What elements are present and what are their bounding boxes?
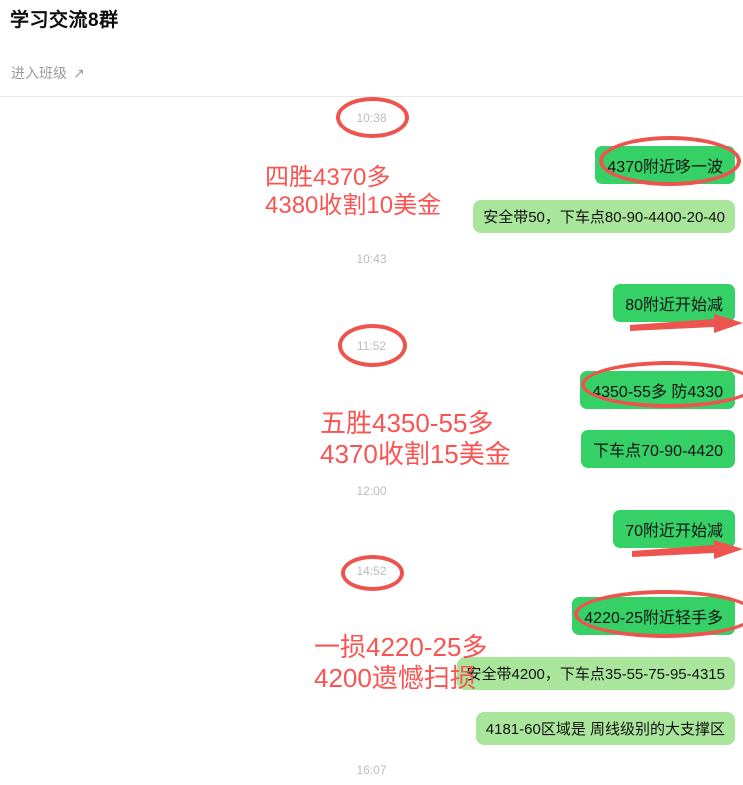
red-note: 四胜4370多 4380收割10美金	[265, 164, 441, 221]
message-bubble[interactable]: 4220-25附近轻手多	[572, 597, 735, 635]
message-bubble[interactable]: 安全带4200，下车点35-55-75-95-4315	[456, 657, 735, 690]
message-bubble[interactable]: 80附近开始减	[613, 284, 735, 322]
message-bubble[interactable]: 4370附近哆一波	[595, 146, 735, 184]
red-note: 一损4220-25多 4200遗憾扫损	[314, 632, 487, 693]
group-title: 学习交流8群	[10, 10, 119, 31]
timestamp: 12:00	[356, 484, 387, 498]
red-note-line: 一损4220-25多	[314, 632, 488, 662]
message-bubble[interactable]: 安全带50，下车点80-90-4400-20-40	[473, 200, 735, 233]
header-divider	[0, 96, 743, 97]
message-bubble[interactable]: 下车点70-90-4420	[581, 430, 735, 468]
message-bubble[interactable]: 4181-60区域是 周线级别的大支撑区	[475, 712, 735, 745]
timestamp: 10:43	[356, 252, 387, 266]
northeast-arrow-icon: ↗	[73, 65, 85, 81]
timestamp: 16:07	[356, 763, 387, 777]
red-note-line: 4200遗憾扫损	[314, 662, 476, 693]
timestamp: 14:52	[356, 564, 387, 578]
message-bubble[interactable]: 4350-55多 防4330	[580, 371, 735, 409]
message-bubble[interactable]: 70附近开始减	[613, 510, 735, 548]
red-note-line: 四胜4370多	[265, 164, 391, 191]
red-note: 五胜4350-55多 4370收割15美金	[320, 408, 511, 469]
red-note-line: 五胜4350-55多	[320, 408, 494, 438]
timestamp: 11:52	[356, 339, 387, 353]
enter-class-label: 进入班级	[11, 65, 67, 81]
enter-class-link[interactable]: 进入班级 ↗	[11, 63, 85, 83]
red-note-line: 4380收割10美金	[265, 192, 442, 220]
timestamp: 10:38	[356, 111, 387, 125]
red-note-line: 4370收割15美金	[320, 438, 511, 469]
